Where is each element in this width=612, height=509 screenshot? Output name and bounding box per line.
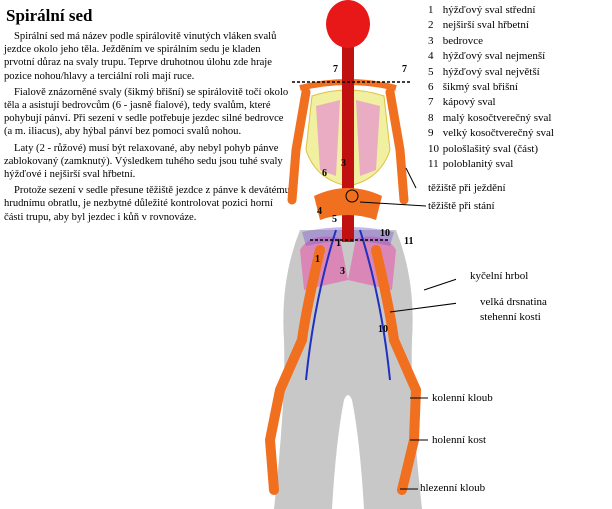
legend-item: 7 kápový sval [428, 96, 496, 109]
riding-center-of-gravity-marker [345, 189, 359, 203]
skull [326, 0, 370, 48]
callout-trochanter-2: stehenní kosti [480, 311, 541, 323]
legend-item: 1 hýžďový sval střední [428, 4, 536, 16]
right-arm [385, 87, 409, 205]
leader-hip-joint [423, 278, 456, 291]
callout-standing-cog: těžiště při stání [428, 200, 495, 212]
figure-label: 5 [332, 214, 337, 225]
callout-knee: kolenní kloub [432, 392, 493, 404]
legend-item: 2 nejširší sval hřbetní [428, 19, 529, 32]
figure-label: 4 [317, 206, 322, 217]
legend-item: 6 šikmý sval břišní [428, 81, 518, 94]
leader-riding-cog [405, 167, 417, 189]
callout-shin: holenní kost [432, 434, 487, 446]
figure-label: 3 [341, 158, 346, 169]
figure-label: 3 [340, 266, 345, 277]
legend-item: 5 hýžďový sval největší [428, 65, 540, 78]
blue-line-left [305, 229, 337, 381]
paragraph: Spirální sed má název podle spirálovitě … [4, 31, 277, 82]
paragraph: Fialově znázorněné svaly (šikmý břišní) … [4, 86, 289, 138]
right-leg-bone [371, 245, 422, 495]
callout-hip-joint: kyčelní hrbol [470, 270, 529, 282]
pelvis [314, 188, 382, 220]
legend-item: 9 velký kosočtverečný sval [428, 127, 554, 140]
paragraph: Protože sezení v sedle přesune těžiště j… [4, 185, 290, 223]
figure-label: 11 [404, 236, 414, 247]
figure-label: 1 [315, 254, 320, 265]
page-title: Spirální sed [6, 6, 93, 25]
legend-item: 10 pološlašitý sval (část) [428, 142, 539, 155]
figure-label: 10 [380, 228, 390, 239]
figure-label: 7 [333, 64, 338, 75]
legend-item: 11 poloblanitý sval [428, 158, 514, 171]
pink-muscle-back [316, 100, 380, 176]
callout-riding-cog: těžiště při ježdění [428, 182, 506, 194]
description-text: Spirální sed má název podle spirálovitě … [4, 30, 290, 227]
muscle-legend: 1 hýžďový sval střední 2 nejširší sval h… [428, 3, 554, 172]
figure-label: 6 [322, 168, 327, 179]
legend-item: 4 hýžďový sval nejmenší [428, 50, 546, 63]
figure-label: 10 [378, 324, 388, 335]
paragraph: Laty (2 - růžové) musí být relaxované, a… [4, 142, 283, 181]
leader-trochanter [389, 302, 456, 313]
left-leg-bone [264, 245, 325, 495]
legend-item: 3 bedrovce [428, 34, 484, 47]
callout-trochanter-1: velká drsnatina [480, 296, 547, 308]
figure-label: 7 [402, 64, 407, 75]
callout-ankle: hlezenní kloub [420, 482, 486, 494]
horse-silhouette [274, 230, 422, 509]
figure-label: 1 [336, 238, 341, 249]
anatomy-figure [264, 0, 456, 509]
blue-line-right [359, 229, 391, 381]
leader-standing-cog [359, 201, 427, 207]
left-arm [287, 87, 311, 205]
legend-item: 8 malý kosočtverečný sval [428, 111, 552, 124]
